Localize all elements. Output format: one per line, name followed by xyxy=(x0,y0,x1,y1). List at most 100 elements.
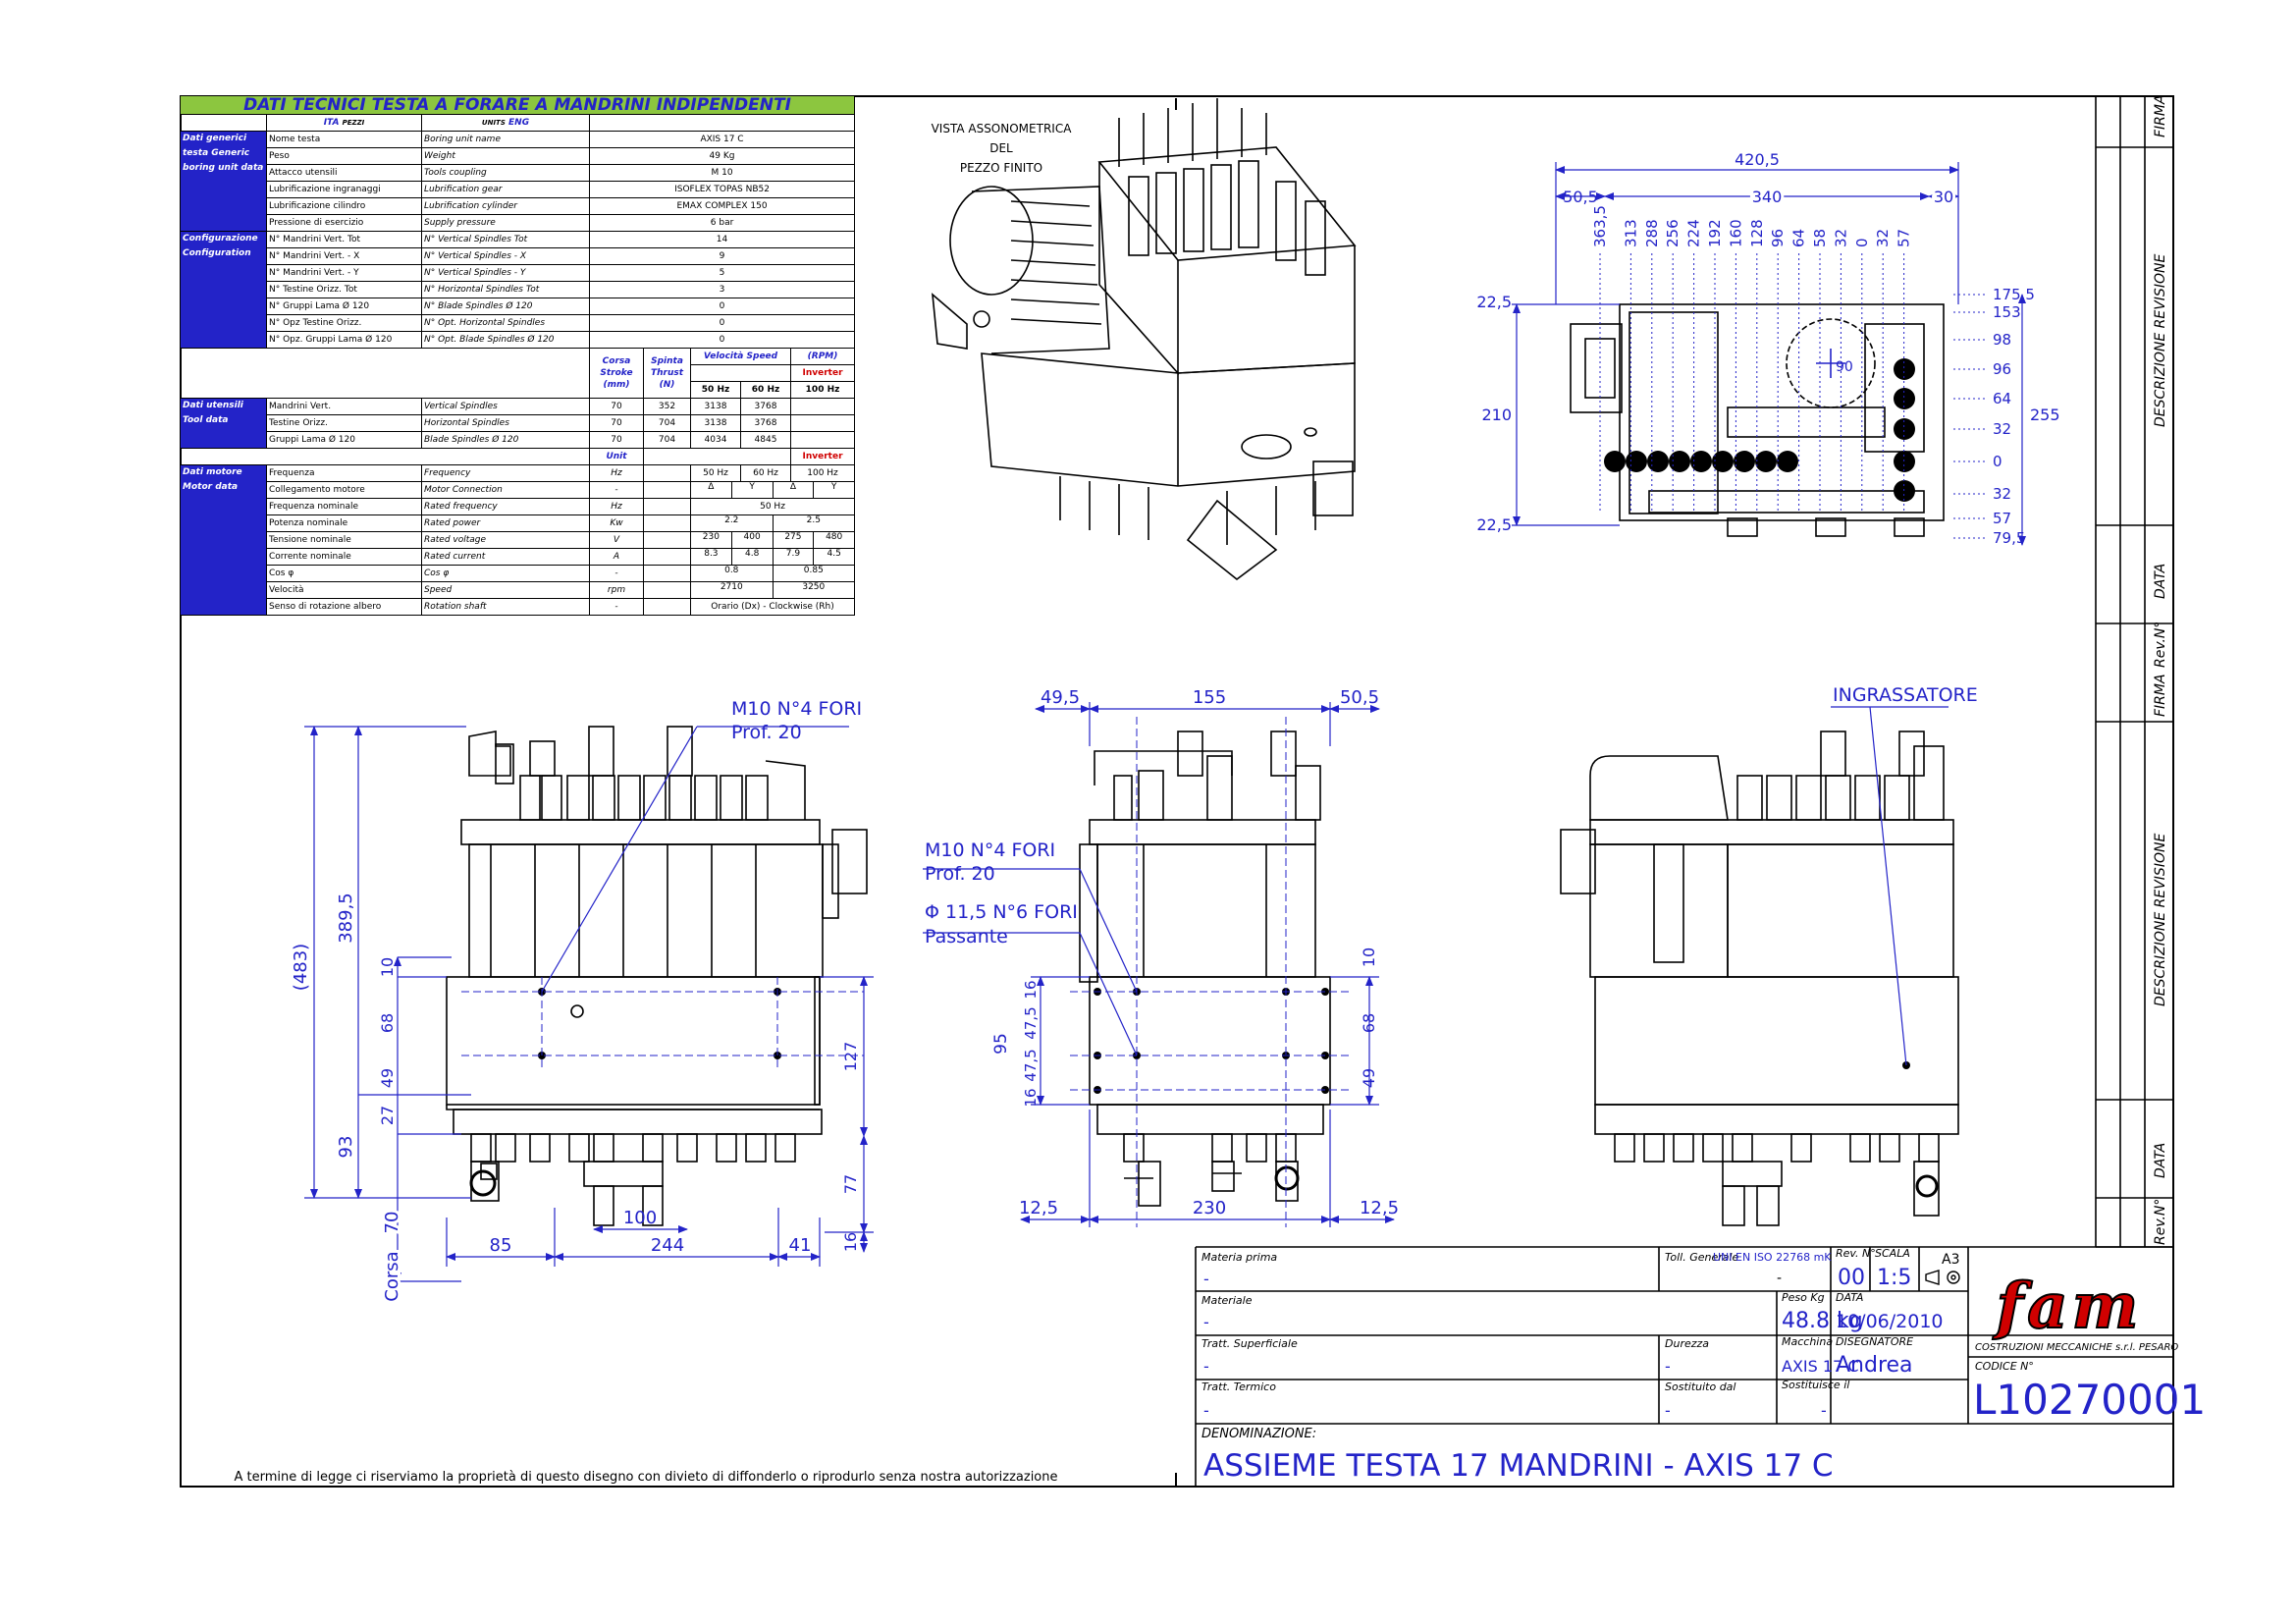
spec-value: 2710 xyxy=(692,582,774,598)
spec-row: Dati generici testa Generic boring unit … xyxy=(180,131,856,232)
side-dim-95: 95 xyxy=(991,1033,1011,1055)
top-col-label: 313 xyxy=(1622,219,1639,247)
front-dim-10: 10 xyxy=(378,957,397,977)
revision-column xyxy=(2095,95,2174,1248)
rev-rev-1: Rev.N° xyxy=(2153,622,2168,668)
rear-view: INGRASSATORE xyxy=(1560,684,1978,1226)
tb-rev-label: Rev. N° xyxy=(1836,1247,1876,1260)
tb-sostituisce-label: Sostituisce il xyxy=(1782,1379,1849,1391)
tb-trattsup-label: Tratt. Superficiale xyxy=(1201,1337,1298,1350)
spindle-mark xyxy=(1894,418,1915,440)
rev-firma-2: FIRMA xyxy=(2153,674,2168,717)
tb-disegnatore-val: Andrea xyxy=(1836,1353,1913,1378)
projection-symbol-icon xyxy=(1925,1270,1960,1285)
spec-value: 4.8 xyxy=(732,549,774,565)
tb-data-val: 10/06/2010 xyxy=(1836,1311,1944,1332)
tb-sostituito-label: Sostituito dal xyxy=(1665,1380,1735,1393)
spindle-mark xyxy=(1712,451,1734,472)
top-dim-l1: 22,5 xyxy=(1476,293,1512,311)
spec-motor-values: 2710 3250 xyxy=(689,581,856,599)
spec-value: Δ xyxy=(692,482,732,498)
iso-label-1: VISTA ASSONOMETRICA xyxy=(932,122,1073,135)
cat-tools: Dati utensili Tool data xyxy=(180,398,267,449)
side-note-4: Passante xyxy=(925,926,1008,947)
top-col-label: 256 xyxy=(1664,219,1682,247)
top-col-label: 57 xyxy=(1896,229,1913,247)
top-row-label: 64 xyxy=(1993,390,2011,407)
side-dim-49: 49 xyxy=(1360,1068,1378,1088)
front-note-2: Prof. 20 xyxy=(731,722,802,743)
spindle-mark xyxy=(1894,388,1915,409)
top-row-label: 175,5 xyxy=(1993,286,2035,303)
title-block xyxy=(1195,1246,2174,1488)
side-dim-bot-2: 230 xyxy=(1193,1198,1226,1218)
top-col-label: 224 xyxy=(1685,219,1703,247)
spec-value: 400 xyxy=(732,532,774,548)
tb-sostituisce-val: - xyxy=(1821,1401,1827,1420)
logo-text: fam xyxy=(1993,1270,2143,1343)
spindle-mark xyxy=(1604,451,1626,472)
top-row-label: 32 xyxy=(1993,420,2011,438)
tb-materiale-label: Materiale xyxy=(1201,1294,1253,1307)
tb-scala-label: SCALA xyxy=(1875,1247,1910,1260)
spec-value: 3250 xyxy=(802,582,826,593)
tb-trattsup-val: - xyxy=(1203,1357,1209,1376)
spec-row: N° Opz Testine Orizz.N° Opt. Horizontal … xyxy=(181,314,856,332)
front-dim-16: 16 xyxy=(841,1232,860,1252)
rev-descr-1: DESCRIZIONE REVISIONE xyxy=(2153,254,2168,427)
spec-value: Y xyxy=(830,482,837,493)
iso-label-2: DEL xyxy=(989,141,1013,155)
side-dim-top-1: 49,5 xyxy=(1041,687,1080,708)
front-dim-93: 93 xyxy=(336,1136,356,1159)
rev-data-1: DATA xyxy=(2153,564,2168,599)
rev-firma-1: FIRMA xyxy=(2153,94,2168,137)
rev-data-2: DATA xyxy=(2153,1143,2168,1178)
tb-peso-val: 48.8 kg xyxy=(1782,1309,1863,1333)
tb-peso-label: Peso Kg xyxy=(1782,1291,1825,1304)
rear-note: INGRASSATORE xyxy=(1833,684,1978,706)
spec-value: 8.3 xyxy=(692,549,732,565)
top-row-label: 79,5 xyxy=(1993,529,2025,547)
top-col-label: 96 xyxy=(1769,229,1787,247)
tb-rev-val: 00 xyxy=(1838,1266,1865,1290)
tb-scala-val: 1:5 xyxy=(1877,1266,1911,1290)
spindle-mark xyxy=(1690,451,1712,472)
spec-value: Δ xyxy=(774,482,815,498)
spec-table: DATI TECNICI TESTA A FORARE A MANDRINI I… xyxy=(179,95,856,616)
front-dim-85: 85 xyxy=(490,1235,512,1256)
front-dim-49: 49 xyxy=(378,1068,397,1088)
top-angle: 90 xyxy=(1836,359,1853,375)
top-col-label: 160 xyxy=(1727,219,1744,247)
front-dim-41: 41 xyxy=(789,1235,812,1256)
rev-rev-2: Rev.N° xyxy=(2153,1199,2168,1245)
front-dim-389: 389,5 xyxy=(336,893,356,944)
footer-note: A termine di legge ci riserviamo la prop… xyxy=(235,1470,1058,1485)
tb-denominazione-label: DENOMINAZIONE: xyxy=(1201,1427,1316,1441)
top-dim-l3: 22,5 xyxy=(1476,515,1512,534)
side-note-2: Prof. 20 xyxy=(925,863,995,885)
spec-value: 2.5 xyxy=(806,515,821,526)
side-dim-16b: 16 xyxy=(1022,1088,1040,1107)
tb-disegnatore-label: DISEGNATORE xyxy=(1836,1335,1913,1348)
side-dim-475a: 47,5 xyxy=(1022,1006,1040,1039)
tb-durezza-val: - xyxy=(1665,1357,1671,1376)
front-corsa: Corsa xyxy=(382,1251,402,1301)
cat-config: Configurazione Configuration xyxy=(180,231,267,349)
top-row-label: 0 xyxy=(1993,453,2002,470)
top-row-label: 32 xyxy=(1993,485,2011,503)
spec-value: 7.9 xyxy=(774,549,815,565)
top-col-label: 32 xyxy=(1874,229,1892,247)
spec-value: 0.8 xyxy=(692,566,774,581)
front-dim-100: 100 xyxy=(623,1208,657,1228)
side-dim-10: 10 xyxy=(1360,947,1378,967)
spindle-mark xyxy=(1734,451,1755,472)
side-dim-top-2: 155 xyxy=(1193,687,1226,708)
